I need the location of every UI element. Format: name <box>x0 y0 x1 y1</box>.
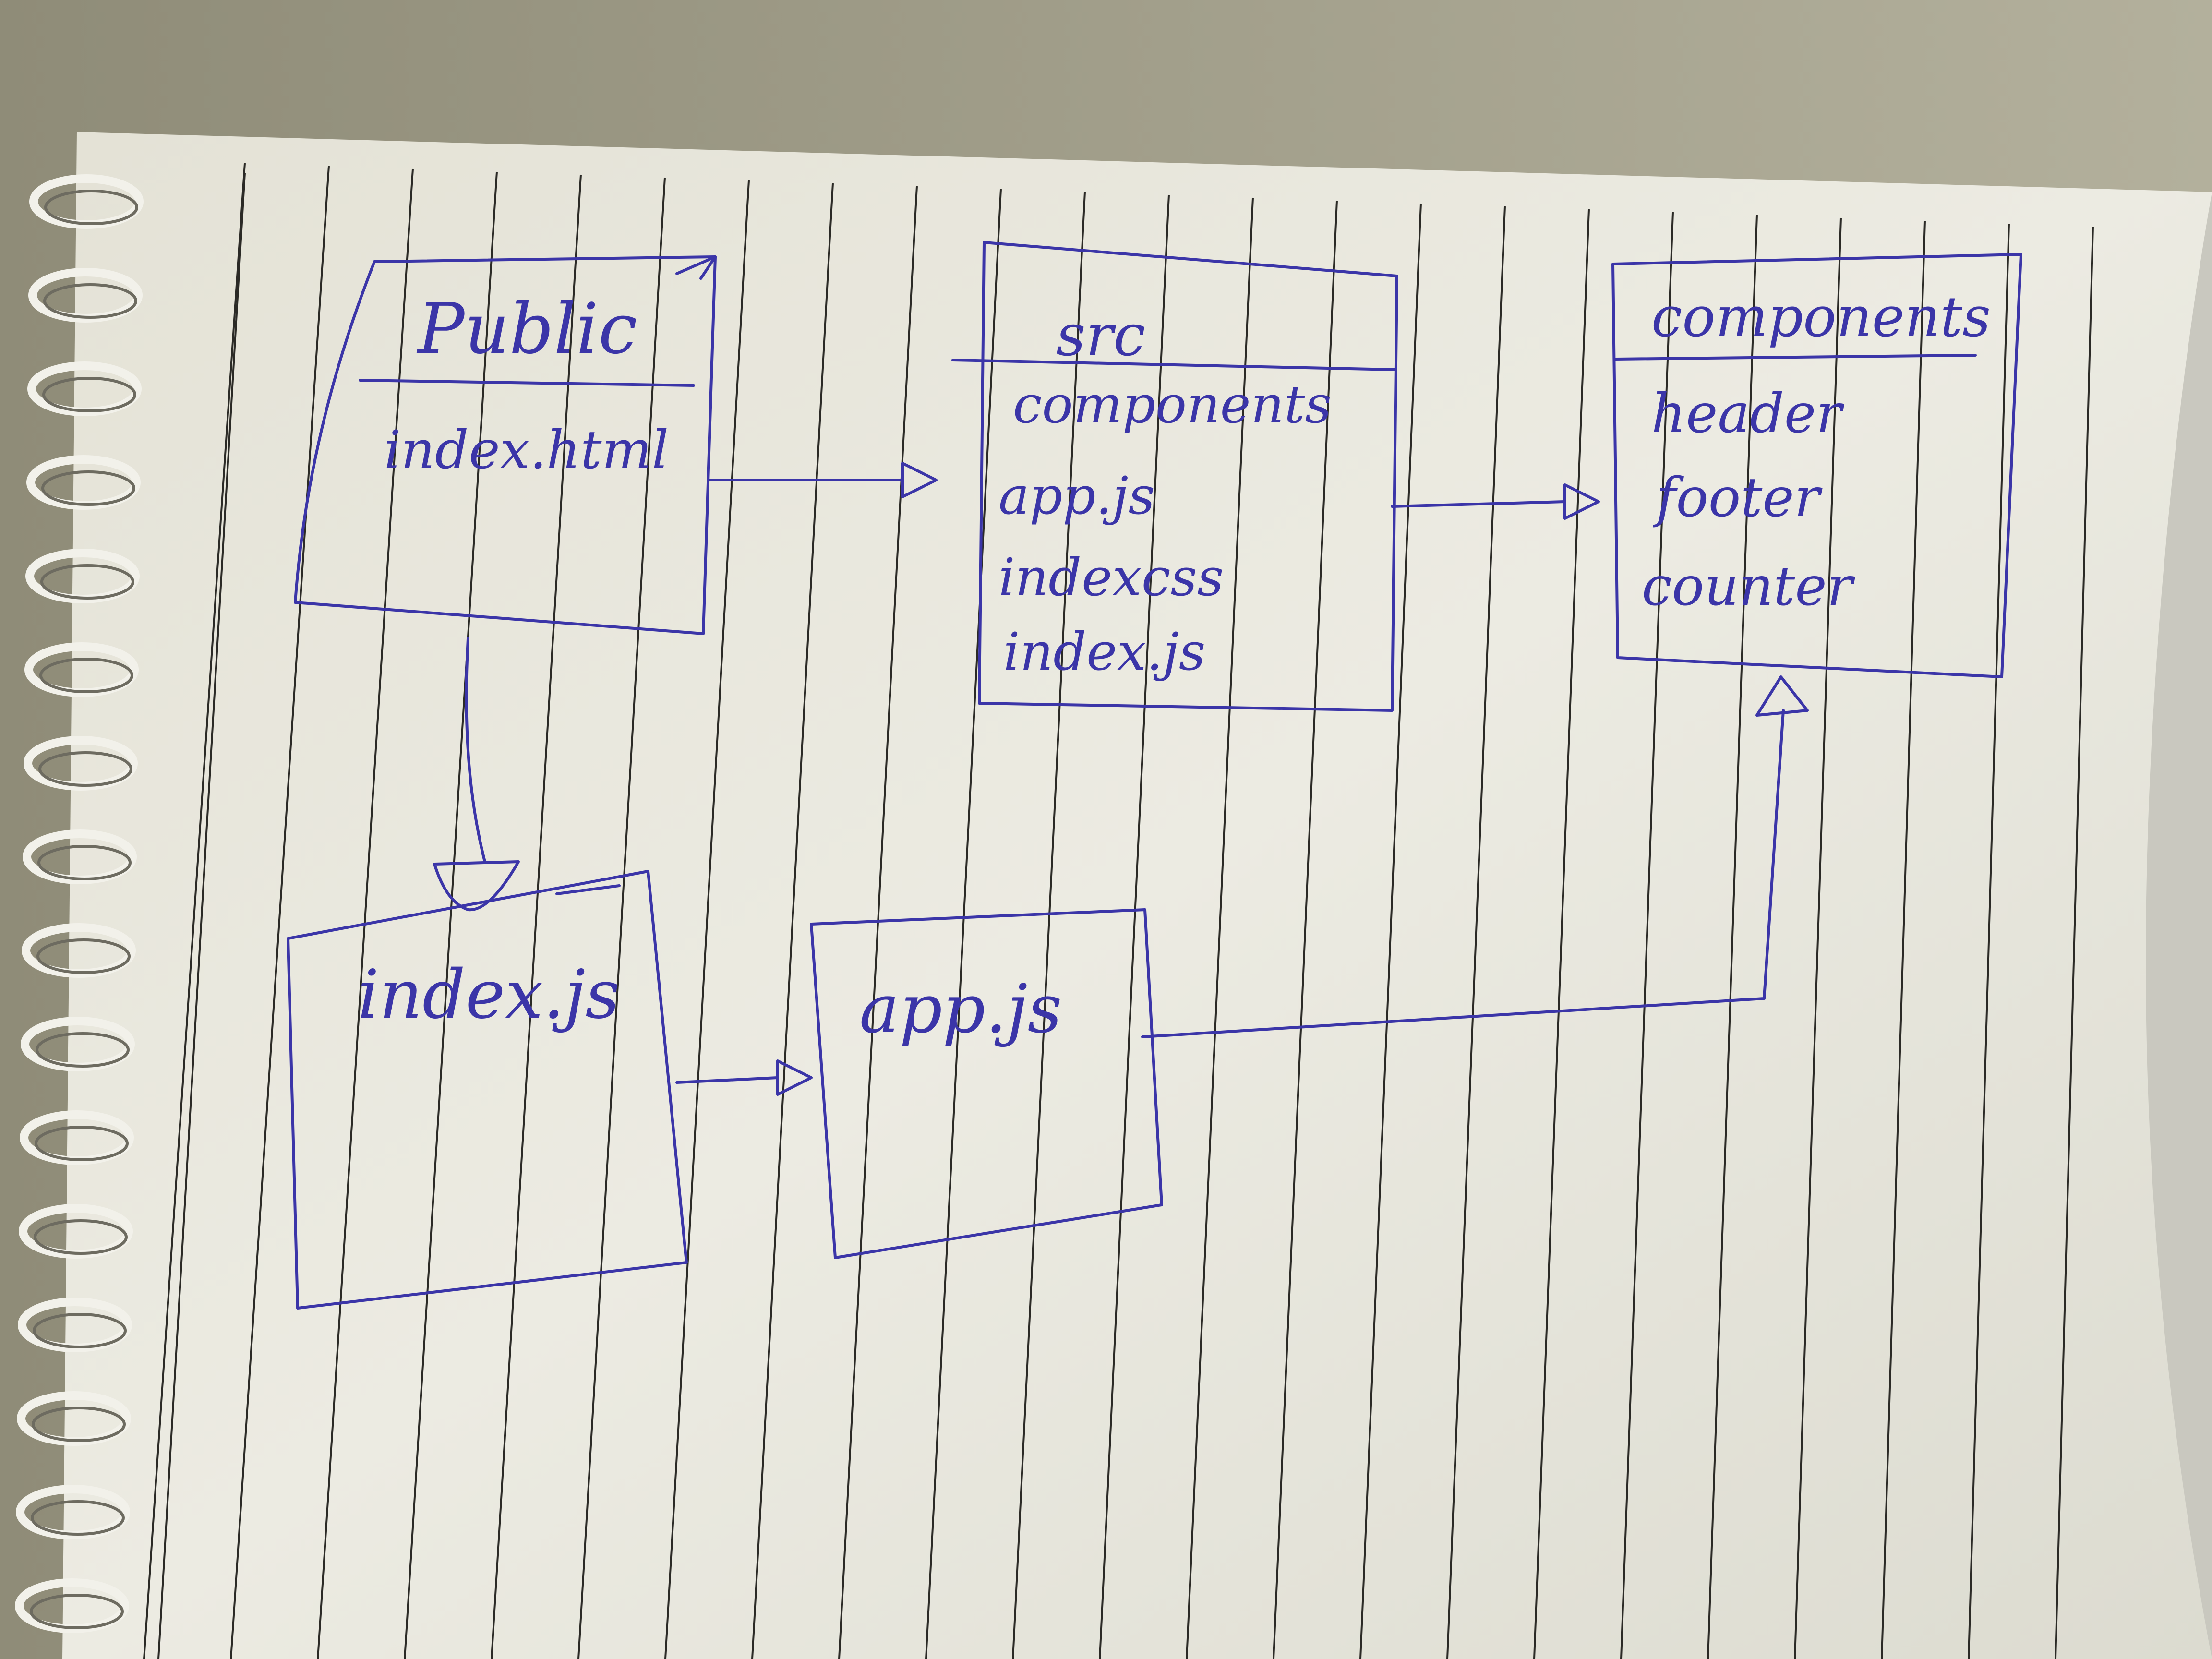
spiral-ring-shadow <box>35 1126 129 1161</box>
spiral-ring-shadow <box>39 658 133 693</box>
spiral-ring-shadow <box>38 751 132 787</box>
index-js-label: index.js <box>358 956 620 1034</box>
spiral-ring-shadow <box>40 564 134 600</box>
ruled-line <box>577 177 666 1659</box>
public-item-index-html: index.html <box>384 419 669 481</box>
ruled-line <box>1533 209 1590 1659</box>
src-item-components: components <box>1013 375 1332 435</box>
ruled-line <box>1186 197 1254 1659</box>
components-item-counter: counter <box>1642 555 1856 618</box>
public-title: Public <box>416 289 637 370</box>
ruled-line <box>1794 217 1842 1659</box>
ruled-line <box>317 168 414 1659</box>
ruled-line <box>1620 212 1674 1659</box>
spiral-ring-shadow <box>43 283 137 319</box>
ruled-line <box>751 183 834 1659</box>
app-js-box: app.js <box>810 908 1163 1259</box>
spiral-ring-shadow <box>41 470 135 506</box>
ruled-line <box>664 180 750 1659</box>
spiral-ring-shadow <box>32 1407 126 1442</box>
ruled-line <box>143 163 246 1659</box>
app-js-label: app.js <box>859 970 1062 1048</box>
spiral-ring-shadow <box>36 938 131 974</box>
arrow-public-to-src <box>709 462 938 498</box>
ruled-line <box>230 166 330 1659</box>
src-box: src components app.js indexcss index.js <box>951 241 1398 712</box>
components-item-footer: footer <box>1653 467 1823 529</box>
ruled-line <box>1446 206 1506 1659</box>
page-curl <box>2146 192 2212 1659</box>
ruled-line <box>2055 226 2094 1659</box>
components-title: components <box>1651 285 1991 349</box>
spiral-ring-shadow <box>34 1219 128 1255</box>
ruled-lines <box>143 163 2094 1659</box>
spiral-ring-shadow <box>30 1594 124 1629</box>
spiral-ring-shadow <box>44 190 138 225</box>
ruled-line <box>1881 220 1926 1659</box>
ruled-line <box>1273 200 1338 1659</box>
ruled-line <box>1968 223 2010 1659</box>
arrow-src-to-components <box>1391 483 1600 520</box>
components-box: components header footer counter <box>1611 253 2022 678</box>
src-item-index-js: index.js <box>1003 622 1205 682</box>
arrow-index-js-to-app-js <box>675 1059 813 1096</box>
ruled-line <box>404 171 498 1659</box>
components-item-header: header <box>1651 383 1845 445</box>
ruled-line <box>491 174 582 1659</box>
spiral-ring-shadow <box>37 845 132 880</box>
arrow-app-js-to-components <box>1141 675 1809 1038</box>
spiral-ring-shadow <box>42 377 136 412</box>
spiral-ring-shadow <box>31 1500 125 1536</box>
public-box: Public index.html <box>294 255 717 635</box>
ruled-line <box>1359 203 1422 1659</box>
arrow-public-to-index-js <box>433 637 520 912</box>
spiral-ring-shadow <box>36 1032 130 1068</box>
spiral-binding <box>15 174 144 1633</box>
ruled-line <box>925 189 1002 1659</box>
index-js-box: index.js <box>287 870 688 1310</box>
src-item-indexcss: indexcss <box>998 548 1224 608</box>
ruled-line <box>1099 194 1170 1659</box>
margin-line <box>157 172 246 1659</box>
src-item-app-js: app.js <box>998 466 1155 526</box>
src-title: src <box>1056 302 1145 369</box>
spiral-ring-shadow <box>33 1313 127 1348</box>
ruled-line <box>1707 215 1758 1659</box>
ruled-line <box>1012 192 1086 1659</box>
